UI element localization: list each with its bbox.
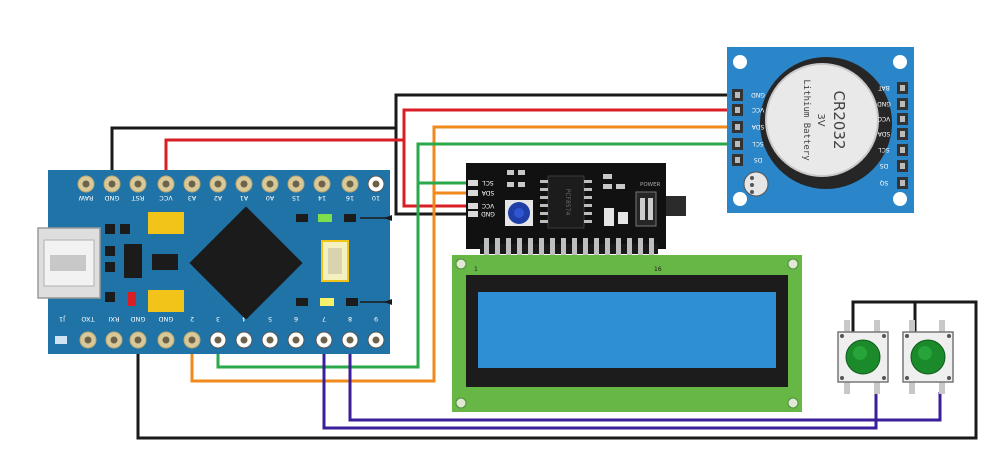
wires: [110, 93, 978, 440]
yellow-led: [320, 298, 334, 306]
crystal-bottom: [148, 290, 184, 312]
top-pin-label: A1: [240, 194, 249, 202]
rtc-pin-label: DS: [880, 162, 889, 169]
lcd-16x2: 1 16: [452, 255, 802, 412]
lcd-pin-first: 1: [474, 266, 478, 273]
wire-sda: [190, 125, 728, 383]
pcf8574-chip: [547, 175, 585, 229]
top-pin-label: A2: [214, 194, 223, 202]
lcd-screen: [478, 292, 776, 368]
rtc-pin-label: GND: [751, 91, 765, 98]
backpack-pin-vcc: [468, 203, 478, 209]
bottom-pin-label: 8: [348, 315, 352, 323]
bottom-pin-label: RXI: [108, 315, 119, 323]
backpack-pin-label: SCL: [482, 179, 494, 186]
bottom-pin-label: GND: [159, 315, 174, 323]
bottom-pin-label: J1: [59, 315, 66, 323]
rtc-right-pin-row: BAT GND VCC SDA SCL DS SQ: [877, 82, 908, 189]
push-button-1: [837, 320, 889, 394]
top-pin-row: RAW GND RST VCC A3 A2 A1 A0 15 14 16 10: [77, 175, 385, 202]
wire-vcc-to-lcd: [402, 140, 476, 208]
wire-gnd-to-buttons: [136, 300, 978, 440]
top-pin-label: 10: [372, 194, 380, 202]
chip-label: PCF8574: [564, 189, 571, 216]
battery-voltage: 3V: [815, 113, 826, 126]
red-led: [128, 292, 136, 306]
top-pin-label: 14: [318, 194, 326, 202]
regulator: [124, 244, 142, 278]
rtc-pin-label: SDA: [751, 123, 764, 130]
bottom-pin-row: J1 TXO RXI GND GND 2 3 4 5 6 7 8 9: [59, 315, 385, 349]
top-pin-label: RST: [132, 194, 145, 202]
lcd-pin-last: 16: [654, 266, 662, 273]
bottom-pin-label: 5: [268, 315, 272, 323]
bottom-pin-label: 2: [190, 315, 194, 323]
top-pin-label: 15: [292, 194, 300, 202]
push-buttons: [837, 320, 954, 394]
rtc-pin-label: SCL: [752, 140, 764, 147]
bottom-pin-label: 3: [216, 315, 220, 323]
bottom-pin-label: GND: [131, 315, 146, 323]
top-pin-label: 16: [346, 194, 354, 202]
rtc-pin-label: VCC: [878, 115, 890, 122]
rtc-pin-label: VCC: [752, 106, 764, 113]
wire-pin8-to-button2: [348, 340, 942, 422]
arduino-pro-micro: RAW GND RST VCC A3 A2 A1 A0 15 14 16 10 J1 TXO RXI GND…: [37, 170, 392, 354]
top-pin-label: A3: [188, 194, 197, 202]
rtc-left-pin-row: GND VCC SDA SCL DS: [732, 89, 765, 166]
bottom-pin-label: 9: [374, 315, 378, 323]
battery-type: Lithium Battery: [801, 79, 811, 161]
backpack-pin-scl: [468, 180, 478, 186]
wire-scl: [216, 142, 728, 369]
green-led: [318, 214, 332, 222]
rtc-pin-label: SCL: [878, 146, 890, 153]
bottom-pin-label: TXO: [81, 315, 95, 323]
bottom-pin-label: 6: [294, 315, 298, 323]
wire-gnd-to-button1: [851, 300, 915, 336]
lcd-header-pins: [480, 238, 658, 268]
rtc-pin-label: GND: [877, 100, 891, 107]
top-pin-label: GND: [105, 194, 120, 202]
battery-model: CR2032: [830, 90, 848, 149]
rtc-module: CR2032 3V Lithium Battery GND VCC SDA SCL DS…: [727, 47, 914, 213]
crystal-top: [148, 212, 184, 234]
backpack-pin-label: SDA: [481, 189, 494, 196]
bottom-pin-label: 7: [322, 315, 326, 323]
backpack-pin-sda: [468, 190, 478, 196]
mcu-chip: [189, 206, 303, 320]
backpack-pin-label: GND: [481, 210, 495, 217]
rtc-pin-label: BAT: [878, 84, 890, 91]
push-button-2: [902, 320, 954, 394]
rtc-pin-label: SQ: [879, 179, 888, 186]
rtc-pin-label: DS: [754, 156, 763, 163]
wire-pin7-to-button1: [322, 340, 878, 430]
power-label: POWER: [640, 182, 661, 188]
wire-gnd-to-lcd: [394, 128, 476, 216]
top-pin-label: RAW: [78, 194, 93, 202]
top-pin-label: A0: [266, 194, 275, 202]
top-pin-label: VCC: [159, 194, 173, 202]
rtc-pin-label: SDA: [877, 130, 890, 137]
cr2032-battery: [765, 63, 879, 177]
backpack-pin-gnd: [468, 211, 478, 217]
bottom-pin-label: 4: [242, 315, 246, 323]
backpack-pin-label: VCC: [482, 202, 494, 209]
